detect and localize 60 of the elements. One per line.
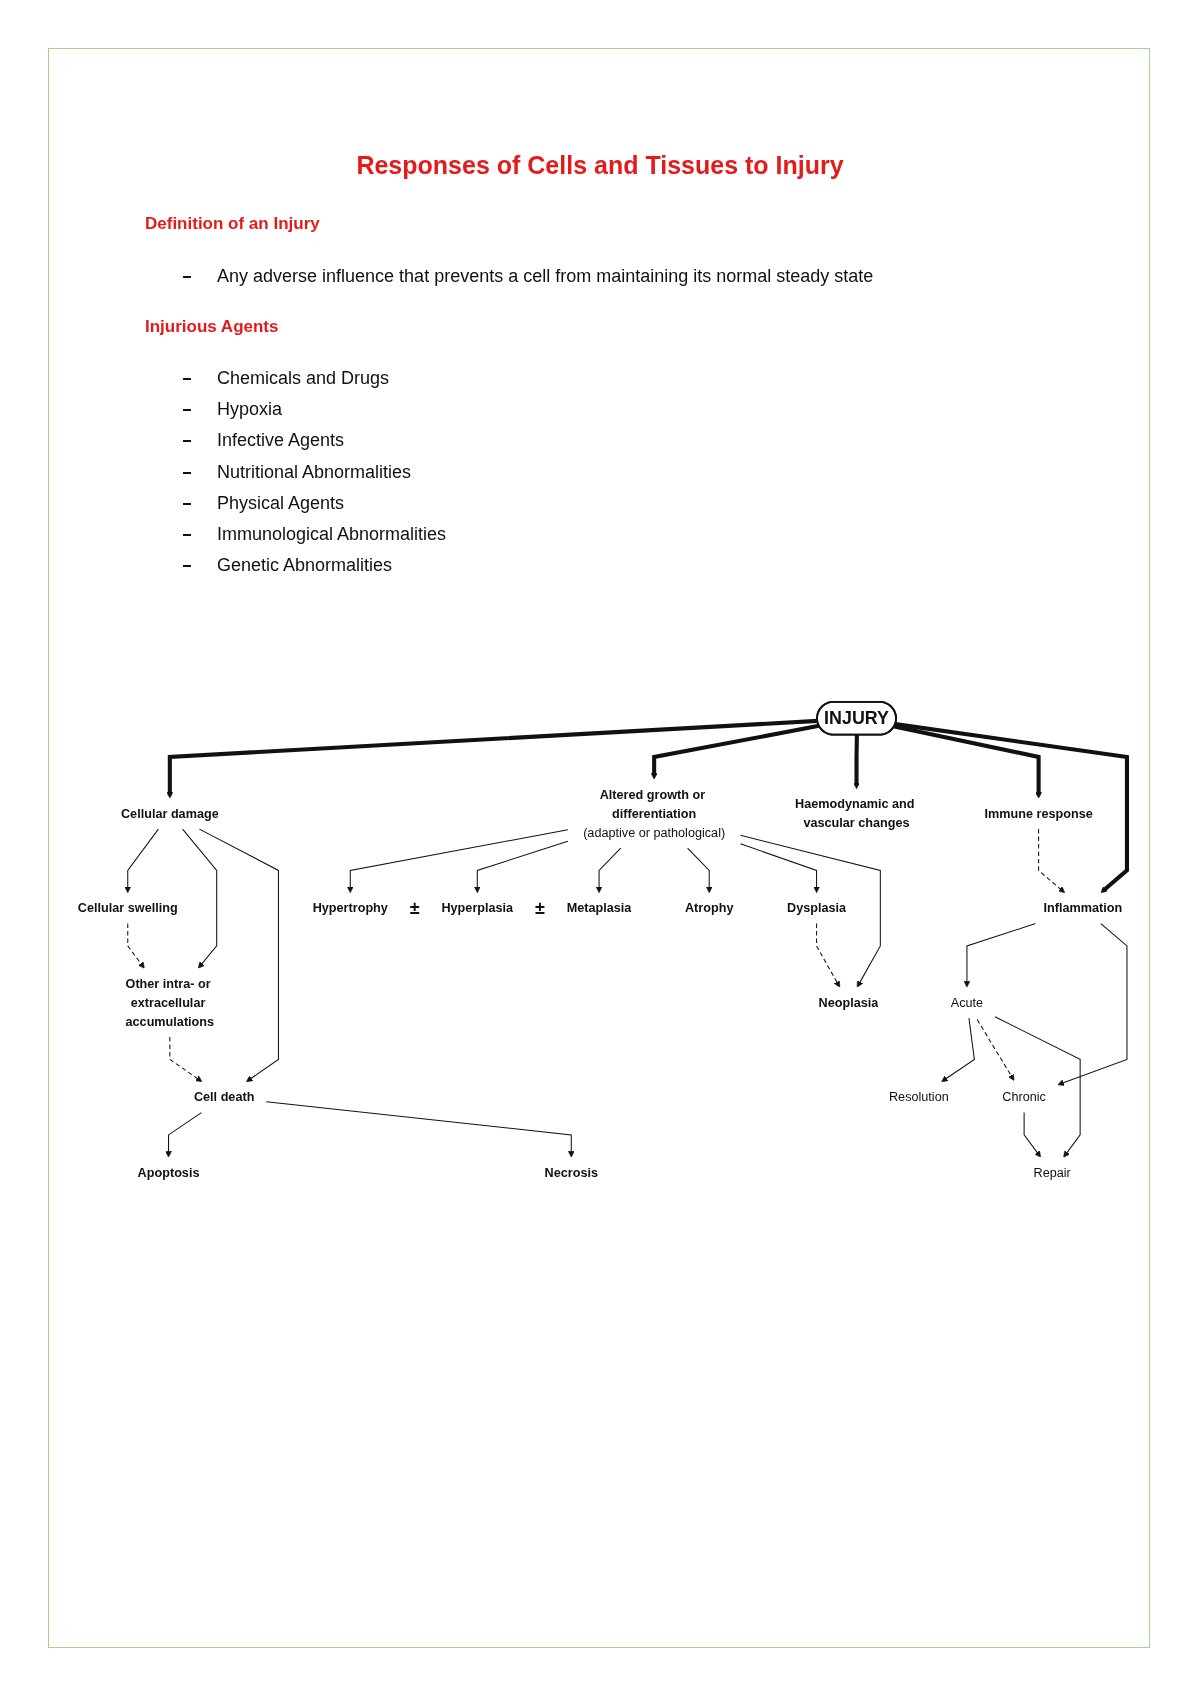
list-item-text: Nutritional Abnormalities xyxy=(217,461,412,483)
thick-arrow xyxy=(893,724,1042,799)
dashed-arrow xyxy=(169,1036,203,1082)
thick-arrow xyxy=(650,723,820,780)
list-item-text: Physical Agents xyxy=(217,492,345,514)
dashed-arrow xyxy=(127,923,145,969)
arrow xyxy=(124,828,159,894)
concept-label: Cellular swelling xyxy=(77,900,178,916)
arrow xyxy=(165,1112,202,1158)
section-heading: Definition of an Injury xyxy=(145,213,320,235)
list-item-text: Hypoxia xyxy=(217,398,283,420)
list-item-text: Immunological Abnormalities xyxy=(217,523,447,545)
section-heading: Injurious Agents xyxy=(145,316,279,338)
concept-label: Metaplasia xyxy=(566,900,632,916)
concept-label: Hyperplasia xyxy=(441,900,514,916)
arrow xyxy=(595,847,622,894)
arrow xyxy=(474,840,569,894)
concept-label: Hypertrophy xyxy=(312,900,388,916)
plus-minus-label: ± xyxy=(534,897,545,920)
rounded-node: INJURY xyxy=(816,700,897,736)
list-item-text: Chemicals and Drugs xyxy=(217,367,390,389)
arrow xyxy=(1023,1112,1041,1158)
arrow xyxy=(687,847,713,894)
arrow xyxy=(941,1017,975,1082)
title: Responses of Cells and Tissues to Injury xyxy=(356,150,844,180)
concept-label: Acute xyxy=(950,995,984,1010)
concept-label: Altered growth or differentiation (adaptive or pathological) xyxy=(583,787,726,840)
arrow xyxy=(963,923,1036,988)
thick-arrow xyxy=(895,722,1129,894)
concept-label: Inflammation xyxy=(1043,900,1123,916)
dashed-arrow xyxy=(976,1019,1015,1081)
list-item-text: Any adverse influence that prevents a cell from maintaining its normal steady state xyxy=(217,265,874,287)
list-item-text: Genetic Abnormalities xyxy=(217,554,393,576)
concept-label: Haemodynamic and vascular changes xyxy=(795,796,915,831)
list-item-text: Infective Agents xyxy=(217,429,345,451)
dashed-arrow xyxy=(1038,828,1065,894)
plus-minus-label: ± xyxy=(409,897,420,920)
arrow xyxy=(739,834,881,988)
concept-label: Chronic xyxy=(1002,1089,1046,1105)
concept-label: Apoptosis xyxy=(137,1165,200,1180)
dashed-arrow xyxy=(816,923,841,988)
arrow xyxy=(994,1016,1081,1158)
concept-label: Atrophy xyxy=(685,900,734,916)
thick-arrow xyxy=(853,734,860,790)
concept-label: Dysplasia xyxy=(787,900,847,916)
concept-label: Resolution xyxy=(889,1089,949,1105)
concept-label: Neoplasia xyxy=(818,995,879,1010)
arrow xyxy=(265,1101,575,1158)
thick-arrow xyxy=(166,718,818,799)
concept-label: Necrosis xyxy=(544,1165,598,1180)
concept-label: Other intra- or extracellular accumulations xyxy=(125,976,215,1029)
arrow xyxy=(182,828,218,969)
concept-label: Cell death xyxy=(193,1089,255,1105)
arrow xyxy=(347,829,569,894)
concept-label: Immune response xyxy=(984,806,1093,821)
arrow xyxy=(739,843,820,894)
concept-label: Repair xyxy=(1033,1165,1071,1180)
arrow xyxy=(1057,923,1128,1086)
concept-label: Cellular damage xyxy=(120,806,219,821)
arrow xyxy=(198,828,279,1082)
